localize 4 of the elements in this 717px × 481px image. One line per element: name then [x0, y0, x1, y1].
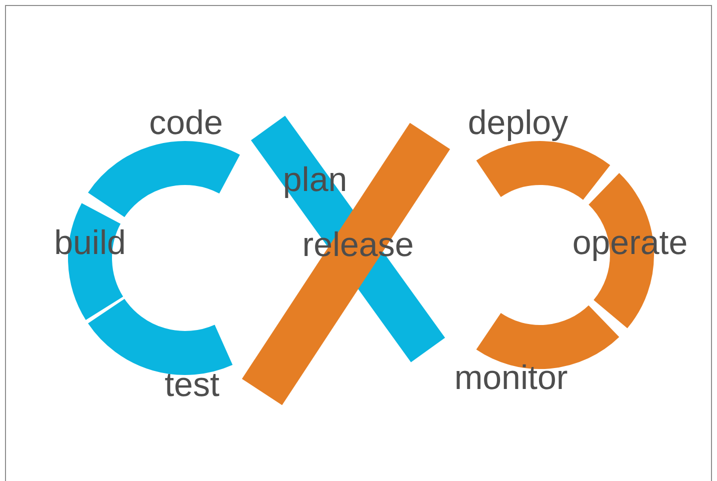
stage-label: code: [149, 106, 223, 140]
stage-label: deploy: [468, 106, 568, 140]
stage-label: monitor: [454, 361, 568, 395]
stage-label: test: [164, 368, 220, 402]
